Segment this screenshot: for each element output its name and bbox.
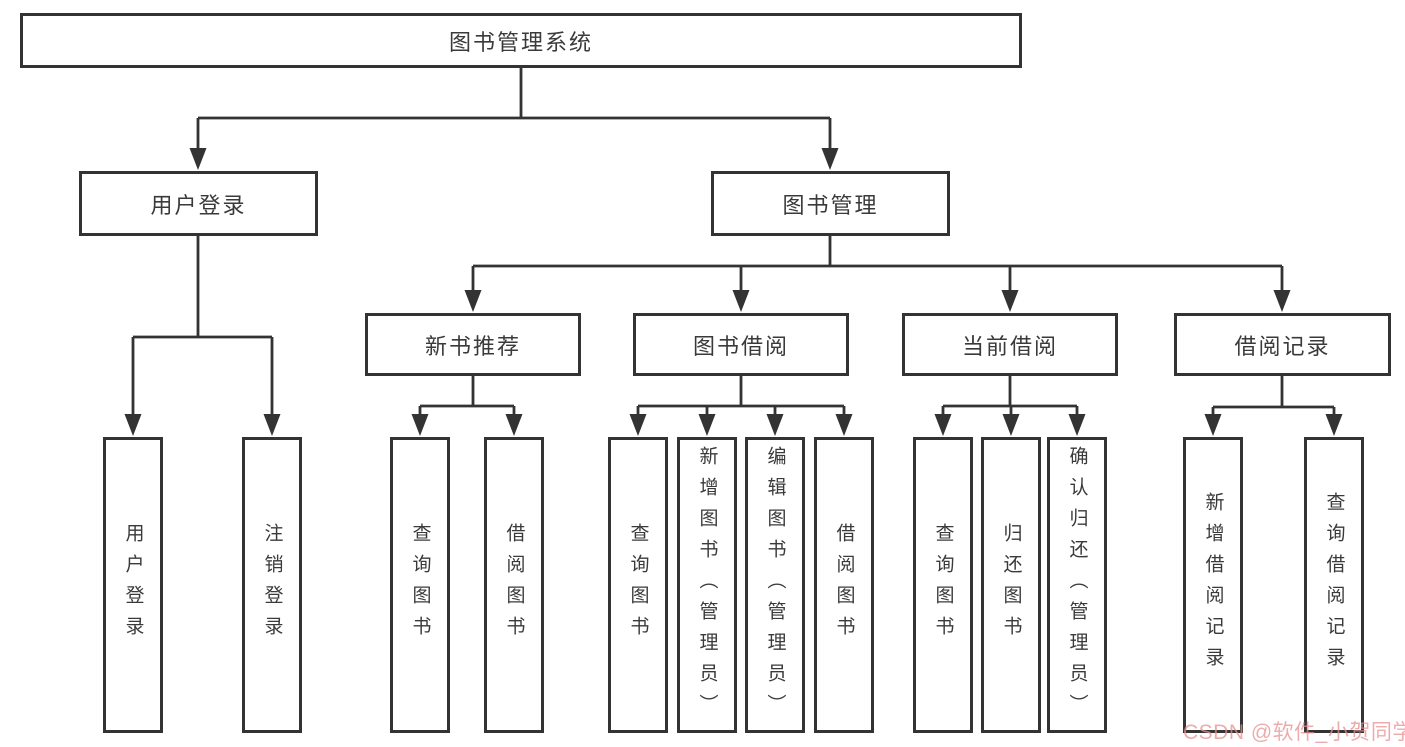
node-book-borrow: 图书借阅: [633, 313, 849, 376]
leaf-query-books-current: 查询图书: [913, 437, 973, 733]
connector-borrow-records: [1211, 376, 1336, 415]
connector-root-arrows: [189, 148, 839, 170]
node-user-login: 用户登录: [79, 171, 318, 236]
leaf-query-books-borrow: 查询图书: [608, 437, 668, 733]
leaf-user-login: 用户登录: [103, 437, 163, 733]
connector-borrow-records-arrows: [1204, 414, 1343, 436]
leaf-add-borrow-record: 新增借阅记录: [1183, 437, 1243, 733]
leaf-confirm-return-admin: 确认归还（管理员）: [1047, 437, 1107, 733]
leaf-edit-books-admin: 编辑图书（管理员）: [745, 437, 805, 733]
node-current-borrow: 当前借阅: [902, 313, 1118, 376]
node-book-management: 图书管理: [711, 171, 950, 236]
connector-book-borrow-arrows: [629, 414, 853, 436]
leaf-borrow-books: 借阅图书: [814, 437, 874, 733]
connector-current-borrow-arrows: [934, 414, 1086, 436]
leaf-return-books: 归还图书: [981, 437, 1041, 733]
connector-user-login: [131, 236, 274, 415]
watermark: CSDN @软件_小贺同学: [1183, 721, 1405, 744]
connector-current-borrow: [941, 376, 1079, 415]
connector-root: [196, 68, 832, 149]
leaf-borrow-books-recommend: 借阅图书: [484, 437, 544, 733]
leaf-add-books-admin: 新增图书（管理员）: [677, 437, 737, 733]
connector-user-login-arrows: [124, 414, 281, 436]
connector-new-book-recommend-arrows: [411, 414, 523, 436]
node-root: 图书管理系统: [20, 13, 1022, 68]
node-new-book-recommend: 新书推荐: [365, 313, 581, 376]
connector-book-borrow: [636, 376, 846, 415]
leaf-logout: 注销登录: [242, 437, 302, 733]
connector-book-management-arrows: [464, 290, 1291, 312]
leaf-query-books-recommend: 查询图书: [390, 437, 450, 733]
connector-book-management: [471, 236, 1284, 291]
leaf-query-borrow-record: 查询借阅记录: [1304, 437, 1364, 733]
node-borrow-records: 借阅记录: [1174, 313, 1391, 376]
connector-new-book-recommend: [418, 376, 516, 415]
